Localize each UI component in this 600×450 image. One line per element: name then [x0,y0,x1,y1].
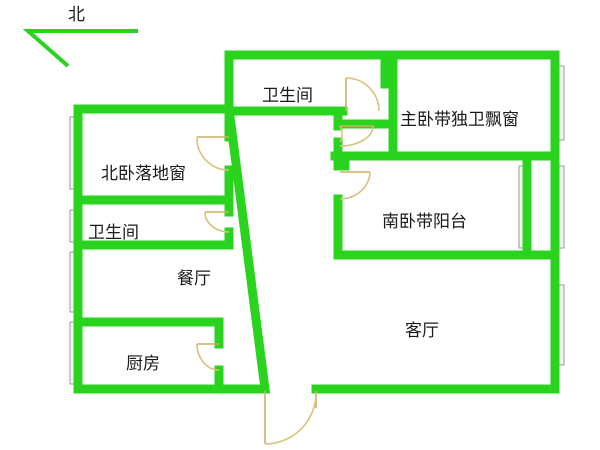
door-south-bedroom [339,171,371,200]
wall-left-bathroom [73,195,234,250]
room-label-living-room: 客厅 [405,321,439,341]
door-north-bedroom [196,136,230,171]
wall-north-bedroom [73,106,234,211]
room-label-dining-room: 餐厅 [177,269,211,289]
door-master-bedroom [339,125,374,147]
outer-wall [73,50,560,394]
door-bathroom-left [204,211,230,233]
walls [73,50,560,394]
room-label-kitchen: 厨房 [126,354,160,374]
door-bathroom-top [345,77,380,112]
north-arrow-icon [22,29,138,68]
room-label-bathroom-left: 卫生间 [88,223,139,243]
wall-south-bedroom [333,155,560,260]
room-label-south-bedroom: 南卧带阳台 [382,212,467,232]
doors [196,77,380,445]
door-kitchen [196,343,220,371]
room-label-bathroom-top: 卫生间 [262,86,313,106]
north-label: 北 [68,5,85,25]
room-label-master-bedroom: 主卧带独卫飘窗 [400,110,519,130]
north-compass: 北 [22,5,138,68]
room-label-north-bedroom: 北卧落地窗 [101,164,186,184]
door-entrance [264,391,317,445]
wall-master-bedroom [330,96,560,171]
room-labels: 卫生间 主卧带独卫飘窗 北卧落地窗 南卧带阳台 卫生间 餐厅 客厅 厨房 [88,86,519,374]
wall-bathroom-top [224,50,398,131]
wall-kitchen [73,317,224,394]
